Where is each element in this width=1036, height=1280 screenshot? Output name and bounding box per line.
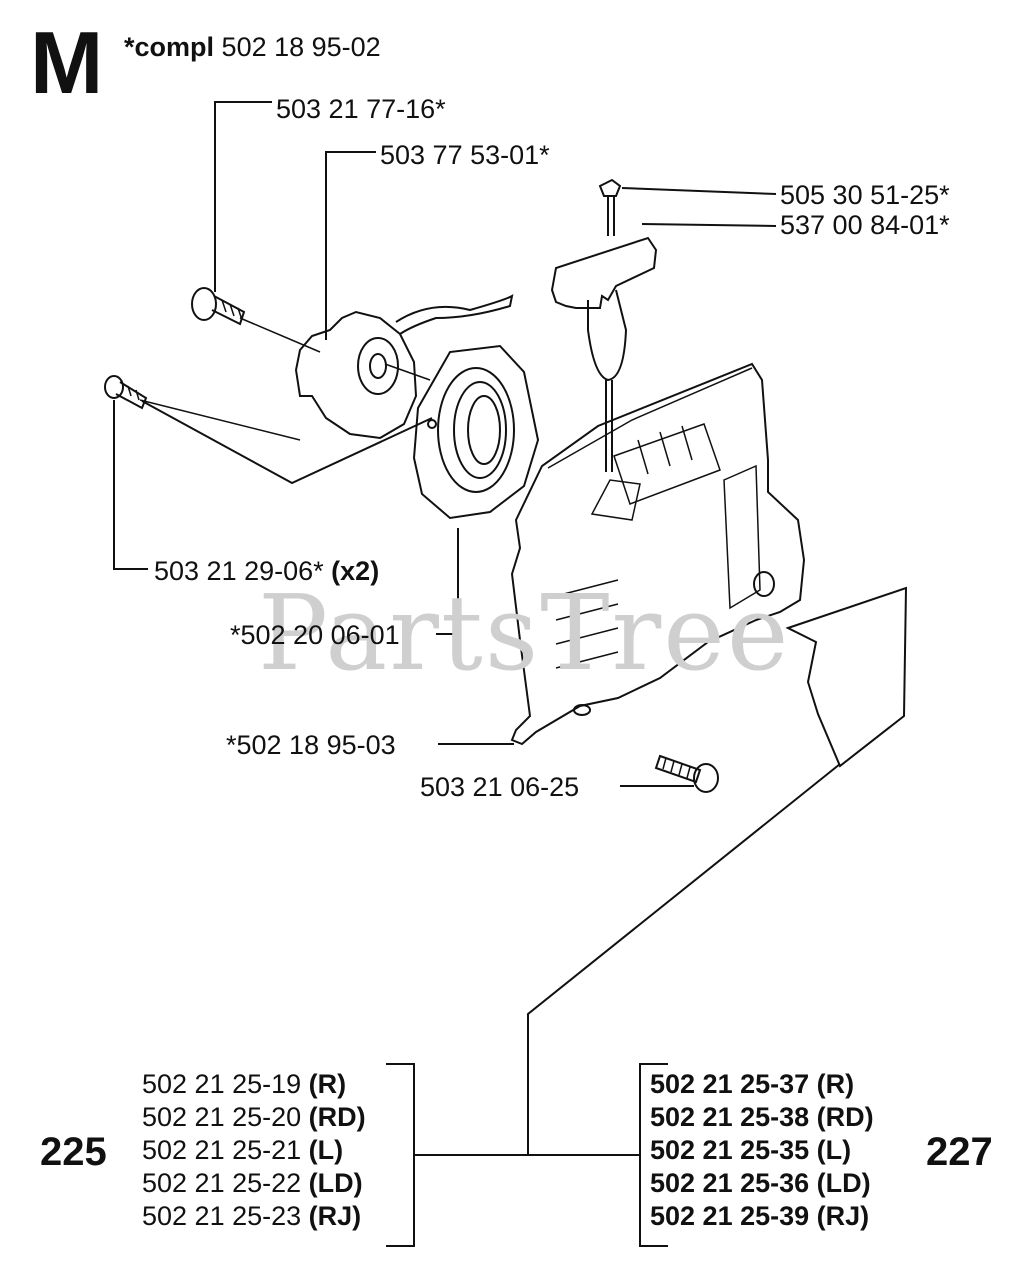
cover-shape	[510, 362, 806, 746]
bolt-top-shape	[191, 287, 246, 326]
leader-screws	[113, 400, 148, 570]
model-right: 227	[926, 1130, 993, 1174]
callout-cover: *502 18 95-03	[226, 730, 396, 760]
callout-cover-screw: 503 21 06-25	[420, 772, 580, 802]
callout-bolt-top: 503 21 77-16*	[276, 94, 446, 124]
list-item: 502 21 25-21 (L)	[142, 1135, 344, 1165]
list-item: 502 21 25-23 (RJ)	[142, 1201, 362, 1231]
list-item: 502 21 25-39 (RJ)	[650, 1201, 870, 1231]
list-item: 502 21 25-36 (LD)	[650, 1168, 871, 1198]
list-item: 502 21 25-20 (RD)	[142, 1102, 366, 1132]
list-item: 502 21 25-22 (LD)	[142, 1168, 363, 1198]
complete-assembly-prefix: *compl	[124, 32, 215, 62]
list-item: 502 21 25-19 (R)	[142, 1069, 347, 1099]
callout-rope-ring: 505 30 51-25*	[780, 180, 950, 210]
list-item: 502 21 25-38 (RD)	[650, 1102, 874, 1132]
handle-shape	[550, 178, 658, 472]
screw-left-shape	[104, 375, 148, 410]
callout-screws-qty: (x2)	[331, 556, 380, 586]
cover-screw-shape	[654, 754, 719, 793]
leader-bolt-top	[214, 101, 272, 292]
complete-assembly-number: 502 18 95-02	[221, 32, 381, 62]
list-item: 502 21 25-37 (R)	[650, 1069, 855, 1099]
callout-spring-cassette: *502 20 06-01	[230, 620, 400, 650]
spring-cassette-shape	[412, 344, 540, 520]
leader-screw-diag	[141, 400, 433, 485]
list-item: 502 21 25-35 (L)	[650, 1135, 852, 1165]
leader-rope-ring	[621, 187, 777, 195]
callout-pulley: 503 77 53-01*	[380, 140, 550, 170]
plate-shape	[785, 586, 908, 768]
bracket-left	[386, 1063, 415, 1247]
leader-spring	[436, 528, 459, 635]
watermark: PartsTree	[258, 572, 791, 694]
left-parts-list: 502 21 25-19 (R) 502 21 25-20 (RD) 502 2…	[142, 1068, 366, 1233]
leader-pulley	[325, 151, 376, 340]
section-letter: M	[30, 13, 104, 112]
pulley-shape	[294, 294, 514, 440]
leader-gasket	[527, 763, 841, 1155]
leader-handle	[641, 223, 777, 227]
callout-handle: 537 00 84-01*	[780, 210, 950, 240]
complete-assembly-label: *compl 502 18 95-02	[124, 32, 381, 62]
model-left: 225	[40, 1130, 107, 1174]
callout-screws-number: 503 21 29-06*	[154, 556, 324, 586]
callout-screws: 503 21 29-06* (x2)	[154, 556, 379, 586]
right-parts-list: 502 21 25-37 (R) 502 21 25-38 (RD) 502 2…	[650, 1068, 874, 1233]
